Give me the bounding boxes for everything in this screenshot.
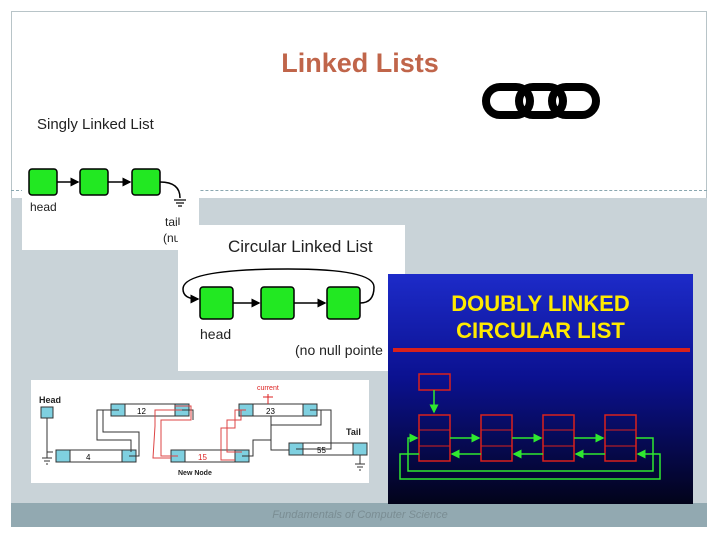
doubly-panel: DOUBLY LINKED CIRCULAR LIST bbox=[388, 274, 693, 504]
singly-head-label: head bbox=[30, 200, 57, 214]
doubly-title-line-2: CIRCULAR LIST bbox=[456, 318, 625, 343]
singly-node bbox=[79, 168, 109, 196]
new-node: 15 bbox=[170, 449, 250, 463]
divider-line bbox=[11, 190, 707, 191]
slide-title: Linked Lists bbox=[281, 48, 439, 78]
dl-node bbox=[480, 414, 513, 462]
ground-symbol-icon bbox=[174, 199, 186, 207]
singly-tail-label: tail bbox=[165, 215, 181, 229]
dl-node bbox=[542, 414, 575, 462]
dl-node bbox=[604, 414, 637, 462]
list-node: 4 bbox=[55, 449, 137, 463]
insertion-tail-label: Tail bbox=[346, 427, 361, 437]
ground-symbol-icon bbox=[42, 457, 52, 465]
node-value: 12 bbox=[137, 407, 146, 416]
node-value: 15 bbox=[198, 453, 207, 462]
singly-null-label: (nu bbox=[163, 231, 181, 245]
insertion-panel: 4 12 15 23 55 bbox=[31, 380, 369, 483]
singly-diagram bbox=[28, 168, 186, 207]
new-node-label: New Node bbox=[178, 470, 212, 477]
circular-heading: Circular Linked List bbox=[228, 237, 373, 256]
chain-link-icon bbox=[482, 83, 600, 119]
node-value: 4 bbox=[86, 453, 91, 462]
circular-node bbox=[326, 286, 361, 320]
current-pointer-label: current bbox=[257, 385, 279, 392]
node-value: 55 bbox=[317, 446, 326, 455]
insertion-head-label: Head bbox=[39, 395, 62, 405]
footer-band bbox=[11, 503, 707, 527]
doubly-red-rule bbox=[393, 348, 690, 352]
footer-text: Fundamentals of Computer Science bbox=[272, 509, 448, 521]
doubly-diagram bbox=[399, 373, 661, 480]
singly-node bbox=[28, 168, 58, 196]
list-node: 23 bbox=[238, 403, 318, 417]
dl-node bbox=[418, 414, 451, 462]
node-value: 23 bbox=[266, 407, 275, 416]
doubly-title-line-1: DOUBLY LINKED bbox=[451, 291, 630, 316]
circular-head-label: head bbox=[200, 326, 232, 342]
circular-node bbox=[199, 286, 234, 320]
singly-panel: head tail (nu bbox=[22, 150, 199, 250]
circular-node bbox=[260, 286, 295, 320]
singly-heading: Singly Linked List bbox=[37, 116, 154, 133]
singly-node bbox=[131, 168, 161, 196]
ground-symbol-icon bbox=[355, 463, 365, 471]
circular-null-label: (no null pointe bbox=[295, 342, 383, 358]
circular-diagram bbox=[182, 268, 375, 320]
circular-panel: Circular Linked List head (no null point… bbox=[178, 225, 405, 371]
insertion-diagram: 4 12 15 23 55 bbox=[40, 394, 368, 471]
head-pointer-box bbox=[40, 406, 54, 419]
